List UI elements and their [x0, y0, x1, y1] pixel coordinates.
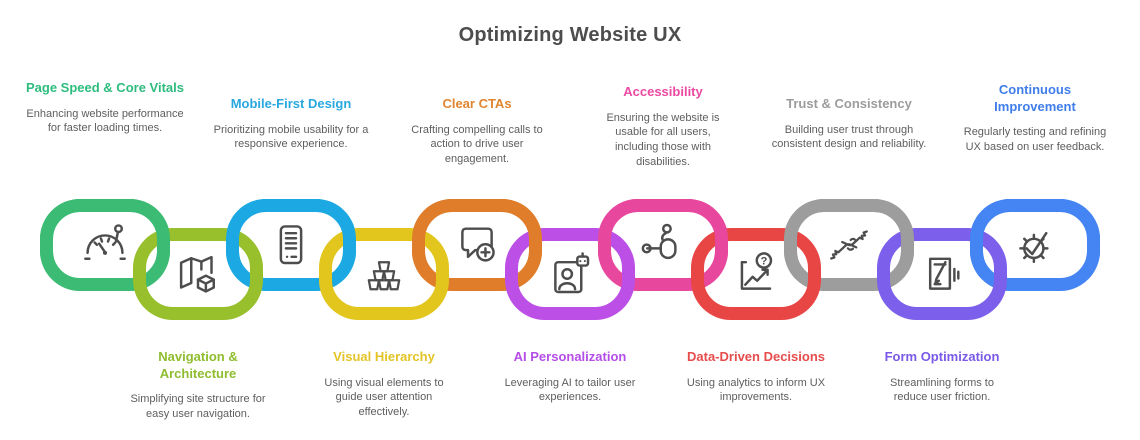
item-block-mobile-first: Mobile-First Design Prioritizing mobile …: [212, 96, 370, 152]
form-document-icon: [914, 246, 970, 302]
item-description: Streamlining forms to reduce user fricti…: [890, 376, 994, 404]
item-title: Continuous Improvement: [994, 82, 1076, 114]
item-description: Crafting compelling calls to action to d…: [411, 123, 543, 166]
item-block-page-speed: Page Speed & Core Vitals Enhancing websi…: [26, 80, 184, 136]
item-block-continuous: Continuous Improvement Regularly testing…: [960, 82, 1110, 155]
speech-bubble-plus-icon: [449, 217, 505, 273]
item-description: Regularly testing and refining UX based …: [963, 126, 1107, 153]
stacked-cups-icon: [356, 246, 412, 302]
item-title: Clear CTAs: [442, 96, 512, 111]
item-block-data-driven: Data-Driven Decisions Using analytics to…: [686, 349, 826, 405]
chart-question-icon: ?: [728, 246, 784, 302]
item-description: Using visual elements to guide user atte…: [324, 376, 444, 419]
item-block-trust: Trust & Consistency Building user trust …: [770, 96, 928, 152]
wheelchair-icon: [635, 217, 691, 273]
item-description: Enhancing website performance for faster…: [26, 107, 184, 135]
map-cube-icon: [170, 246, 226, 302]
id-badge-ai-icon: [542, 246, 598, 302]
item-title: Form Optimization: [884, 349, 1000, 364]
item-block-accessibility: Accessibility Ensuring the website is us…: [598, 84, 728, 170]
item-title: Navigation & Architecture: [158, 349, 238, 381]
item-title: AI Personalization: [513, 349, 627, 364]
item-title: Data-Driven Decisions: [687, 349, 825, 364]
item-title: Trust & Consistency: [786, 96, 912, 111]
speedometer-icon: [77, 217, 133, 273]
item-title: Accessibility: [623, 84, 703, 99]
item-title: Visual Hierarchy: [333, 349, 435, 364]
item-block-ai-personalization: AI Personalization Leveraging AI to tail…: [500, 349, 640, 405]
item-description: Simplifying site structure for easy user…: [130, 393, 266, 420]
item-block-form-optimization: Form Optimization Streamlining forms to …: [872, 349, 1012, 405]
item-title: Mobile-First Design: [230, 96, 352, 111]
item-block-navigation: Navigation & Architecture Simplifying si…: [128, 349, 268, 422]
gear-check-icon: [1007, 217, 1063, 273]
item-block-clear-ctas: Clear CTAs Crafting compelling calls to …: [398, 96, 556, 167]
item-description: Leveraging AI to tailor user experiences…: [504, 376, 636, 404]
item-description: Using analytics to inform UX improvement…: [686, 376, 826, 404]
handshake-icon: [821, 217, 877, 273]
item-description: Ensuring the website is usable for all u…: [606, 111, 720, 168]
item-description: Building user trust through consistent d…: [771, 123, 927, 151]
smartphone-icon: [263, 217, 319, 273]
page-title: Optimizing Website UX: [458, 24, 682, 46]
item-title: Page Speed & Core Vitals: [26, 80, 184, 95]
item-description: Prioritizing mobile usability for a resp…: [213, 123, 369, 151]
item-block-visual-hierarchy: Visual Hierarchy Using visual elements t…: [314, 349, 454, 420]
svg-text:?: ?: [760, 256, 767, 268]
